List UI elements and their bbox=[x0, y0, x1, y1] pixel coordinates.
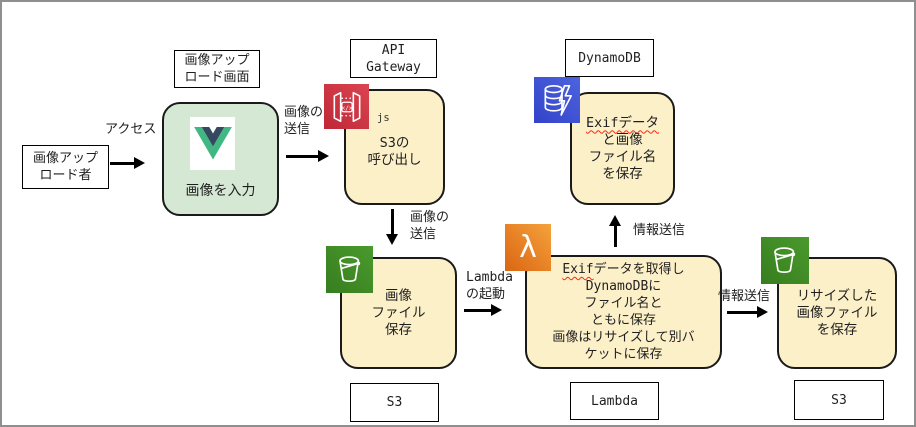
lambda-node-line: 画像はリサイズして別バ bbox=[552, 330, 695, 345]
dynamodb-node-line: ファイル名 bbox=[588, 148, 657, 165]
api-gateway-title-line: Gateway bbox=[366, 59, 421, 75]
dynamodb-title-box: DynamoDB bbox=[565, 39, 654, 77]
dynamodb-icon bbox=[534, 77, 580, 123]
dynamodb-node-line: Exifデータ bbox=[586, 115, 659, 132]
lambda-invoke-arrow bbox=[464, 304, 502, 316]
s3-upload-title-box: S3 bbox=[350, 383, 439, 422]
dynamodb-node-line: と画像 bbox=[602, 131, 643, 148]
api-gateway-title-line: API bbox=[381, 42, 406, 58]
send-image-arrow-1 bbox=[286, 150, 329, 162]
edge-label-line: 送信 bbox=[410, 226, 437, 242]
info-send-right-arrow bbox=[727, 306, 768, 318]
dynamodb-node-line: を保存 bbox=[602, 165, 643, 182]
s3-resized-node-line: リサイズした bbox=[796, 287, 878, 304]
lambda-title-box: Lambda bbox=[570, 382, 659, 420]
lambda-node: Exifデータを取得し DynamoDBに ファイル名と ともに保存 画像はリサ… bbox=[525, 255, 722, 369]
edge-label-lambda-invoke: Lambda の起動 bbox=[466, 270, 513, 303]
lambda-node-line-rest: データを取得し bbox=[593, 262, 685, 277]
s3-bucket-icon bbox=[761, 237, 809, 284]
js-text: js bbox=[377, 112, 390, 124]
edge-label-line: 画像の bbox=[410, 210, 450, 225]
svg-text:</>: </> bbox=[341, 104, 353, 111]
actor-label-line: ロード者 bbox=[39, 168, 92, 183]
upload-screen-title-line: ロード画面 bbox=[184, 70, 250, 85]
lambda-title: Lambda bbox=[591, 393, 638, 409]
s3-upload-node-line: 画像 bbox=[385, 287, 412, 304]
exif-misspell-text: Exifデータ bbox=[585, 114, 659, 131]
lambda-node-line: ともに保存 bbox=[590, 313, 656, 328]
edge-label-line: 画像の bbox=[284, 105, 324, 120]
edge-label-send-image-1: 画像の 送信 bbox=[284, 105, 323, 138]
vue-logo-icon bbox=[190, 117, 235, 170]
lambda-node-line: Exifデータを取得し bbox=[562, 261, 684, 278]
dynamodb-title: DynamoDB bbox=[578, 50, 641, 66]
api-gateway-node-line: S3の bbox=[379, 135, 410, 151]
edge-label-access: アクセス bbox=[105, 122, 157, 137]
s3-resized-title-box: S3 bbox=[794, 380, 884, 420]
send-image-arrow-2 bbox=[386, 209, 398, 245]
actor-box: 画像アップ ロード者 bbox=[22, 145, 109, 189]
edge-label-info-send-right: 情報送信 bbox=[718, 289, 771, 304]
access-arrow bbox=[110, 157, 145, 169]
upload-screen-title-box: 画像アップ ロード画面 bbox=[174, 50, 260, 88]
s3-bucket-icon bbox=[326, 246, 373, 293]
lambda-icon: λ bbox=[505, 224, 551, 271]
edge-label-line: の起動 bbox=[466, 286, 506, 302]
actor-label-line: 画像アップ bbox=[32, 151, 98, 166]
dynamodb-node: Exifデータ と画像 ファイル名 を保存 bbox=[570, 92, 675, 205]
api-gateway-node: S3の 呼び出し bbox=[344, 89, 445, 205]
s3-upload-node-line: 保存 bbox=[385, 321, 412, 338]
vue-node-caption: 画像を入力 bbox=[185, 183, 256, 199]
lambda-node-line: ケットに保存 bbox=[584, 347, 663, 362]
api-gateway-node-line: 呼び出し bbox=[367, 152, 422, 168]
s3-resized-node-line: 画像ファイル bbox=[796, 304, 878, 321]
edge-label-line: Lambda bbox=[466, 270, 513, 285]
s3-resized-title: S3 bbox=[831, 392, 847, 408]
upload-screen-title-line: 画像アップ bbox=[184, 53, 250, 68]
s3-upload-title: S3 bbox=[386, 395, 403, 410]
edge-label-line: 送信 bbox=[284, 121, 311, 137]
lambda-node-line: DynamoDBに bbox=[585, 279, 662, 294]
edge-label-send-image-2: 画像の 送信 bbox=[410, 210, 449, 243]
edge-label-info-send-up: 情報送信 bbox=[633, 223, 686, 238]
api-gateway-icon: </> bbox=[324, 84, 369, 129]
lambda-node-line: ファイル名と bbox=[584, 296, 663, 311]
api-gateway-title-box: API Gateway bbox=[350, 39, 437, 78]
info-send-up-arrow bbox=[609, 215, 621, 247]
exif-misspell-text: Exif bbox=[562, 262, 594, 277]
s3-upload-node-line: ファイル bbox=[371, 304, 426, 321]
s3-resized-node-line: を保存 bbox=[816, 321, 858, 338]
